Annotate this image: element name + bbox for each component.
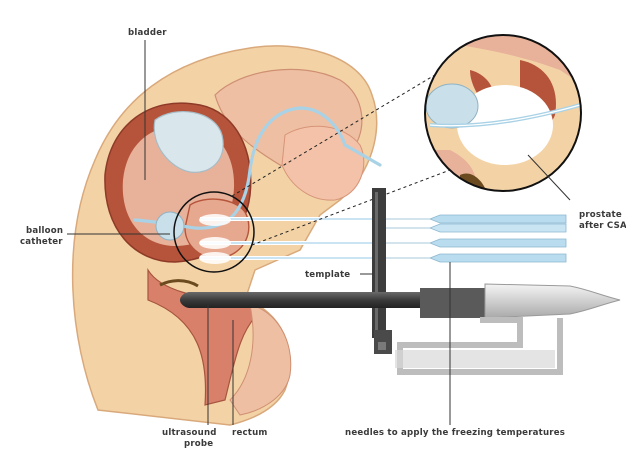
label-balloon: balloon — [26, 226, 63, 236]
leader-lines — [67, 40, 571, 425]
needles-right — [386, 214, 567, 263]
zoom-line-top — [231, 62, 456, 197]
label-after-csa: after CSA — [579, 221, 626, 231]
label-rectum: rectum — [232, 428, 268, 438]
label-prostate: prostate — [579, 210, 622, 220]
label-template: template — [305, 270, 350, 280]
ultrasound-probe — [180, 292, 430, 308]
label-bladder: bladder — [128, 28, 167, 38]
label-needles: needles to apply the freezing temperatur… — [345, 428, 565, 438]
label-ultrasound: ultrasound — [162, 428, 217, 438]
probe-mount — [420, 288, 490, 318]
zoom-detail — [425, 35, 581, 191]
lower-tissue — [229, 304, 292, 416]
urethra-catheter — [133, 106, 382, 230]
zoom-line-bottom — [251, 166, 459, 246]
magnifier-ring — [173, 191, 255, 273]
template — [372, 188, 386, 338]
label-catheter: catheter — [20, 237, 63, 247]
ice-ball — [199, 237, 231, 249]
label-probe: probe — [184, 439, 213, 449]
rectum-detail — [159, 279, 199, 288]
ice-ball — [199, 214, 231, 226]
balloon — [155, 211, 185, 241]
bladder — [153, 111, 224, 173]
probe-handle — [484, 283, 621, 319]
zoom-ring — [424, 34, 582, 192]
ice-ball — [199, 252, 231, 264]
